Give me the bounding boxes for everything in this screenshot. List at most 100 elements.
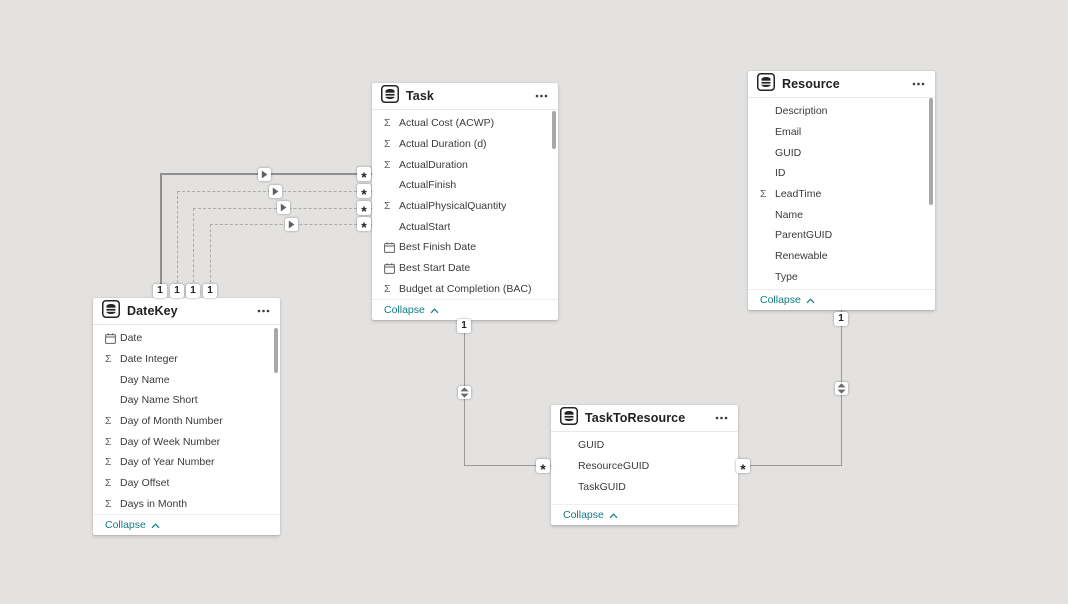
cardinality-one-badge[interactable]: 1 (457, 319, 471, 333)
field-row[interactable]: Day of Week Number (93, 431, 280, 452)
table-icon (381, 84, 399, 108)
cardinality-many-badge[interactable]: * (536, 459, 550, 476)
cardinality-one-badge[interactable]: 1 (834, 312, 848, 326)
cardinality-one-badge[interactable]: 1 (186, 284, 200, 298)
field-label: Best Start Date (399, 262, 471, 275)
table-icon (757, 72, 775, 96)
more-options-icon[interactable] (256, 307, 271, 315)
sigma-icon (384, 138, 399, 150)
relationship-line[interactable] (160, 174, 162, 298)
filter-direction-right-icon[interactable] (258, 168, 271, 181)
field-label: Day of Month Number (120, 415, 223, 428)
cardinality-many-badge[interactable]: * (357, 184, 371, 201)
field-row[interactable]: Description (748, 101, 935, 122)
cardinality-one-badge[interactable]: 1 (170, 284, 184, 298)
field-label: ResourceGUID (578, 460, 650, 473)
field-row[interactable]: Day Offset (93, 473, 280, 494)
field-row[interactable]: Type (748, 267, 935, 288)
filter-direction-right-icon[interactable] (277, 201, 290, 214)
sigma-icon (105, 353, 120, 365)
field-row[interactable]: TaskGUID (551, 476, 738, 497)
table-card-resource[interactable]: Resource Description Email GUID ID LeadT… (748, 71, 935, 310)
collapse-button[interactable]: Collapse (551, 504, 738, 525)
field-row[interactable]: Email (748, 122, 935, 143)
cardinality-many-badge[interactable]: * (736, 459, 750, 476)
field-row[interactable]: Date (93, 328, 280, 349)
collapse-button[interactable]: Collapse (748, 289, 935, 310)
collapse-label: Collapse (760, 294, 801, 306)
field-row[interactable]: ActualFinish (372, 175, 558, 196)
relationship-line[interactable] (193, 208, 194, 298)
cardinality-one-badge[interactable]: 1 (203, 284, 217, 298)
table-icon (102, 299, 120, 323)
field-row[interactable]: Day Name Short (93, 390, 280, 411)
field-row[interactable]: Budget at Completion (BAC) (372, 279, 558, 300)
relationship-line[interactable] (177, 191, 178, 298)
field-row[interactable]: ActualDuration (372, 154, 558, 175)
field-row[interactable]: Name (748, 204, 935, 225)
field-row[interactable]: ResourceGUID (551, 456, 738, 477)
field-row[interactable]: ActualStart (372, 216, 558, 237)
field-row[interactable]: Best Finish Date (372, 237, 558, 258)
field-row[interactable]: ID (748, 163, 935, 184)
table-card-tasktoresource[interactable]: TaskToResource GUID ResourceGUID TaskGUI… (551, 405, 738, 525)
table-header[interactable]: DateKey (93, 298, 280, 325)
chevron-up-icon (151, 516, 160, 534)
relationship-line[interactable] (210, 224, 211, 298)
calendar-icon (105, 333, 120, 344)
collapse-label: Collapse (105, 519, 146, 531)
filter-direction-both-icon[interactable] (835, 382, 848, 395)
sigma-icon (105, 415, 120, 427)
chevron-up-icon (806, 291, 815, 309)
collapse-button[interactable]: Collapse (372, 299, 558, 320)
field-row[interactable]: GUID (748, 142, 935, 163)
cardinality-many-badge[interactable]: * (357, 217, 371, 234)
field-row[interactable]: Best Start Date (372, 258, 558, 279)
field-list: Actual Cost (ACWP) Actual Duration (d) A… (372, 110, 558, 299)
scrollbar-thumb[interactable] (929, 98, 933, 205)
more-options-icon[interactable] (534, 92, 549, 100)
field-row[interactable]: Day of Year Number (93, 452, 280, 473)
field-label: ActualFinish (399, 179, 457, 192)
cardinality-many-badge[interactable]: * (357, 201, 371, 218)
sigma-icon (384, 159, 399, 171)
field-list: Description Email GUID ID LeadTime Name … (748, 98, 935, 289)
filter-direction-right-icon[interactable] (269, 185, 282, 198)
scrollbar-thumb[interactable] (274, 328, 278, 373)
field-label: GUID (775, 146, 802, 159)
field-row[interactable]: LeadTime (748, 184, 935, 205)
table-title: DateKey (127, 304, 178, 318)
field-row[interactable]: ActualPhysicalQuantity (372, 196, 558, 217)
more-options-icon[interactable] (911, 80, 926, 88)
cardinality-one-badge[interactable]: 1 (153, 284, 167, 298)
table-header[interactable]: Task (372, 83, 558, 110)
field-row[interactable]: Actual Duration (d) (372, 134, 558, 155)
calendar-icon (384, 262, 399, 274)
table-header[interactable]: Resource (748, 71, 935, 98)
collapse-button[interactable]: Collapse (93, 514, 280, 535)
relationship-line[interactable] (464, 465, 551, 466)
table-header[interactable]: TaskToResource (551, 405, 738, 432)
field-row[interactable]: GUID (551, 435, 738, 456)
field-row[interactable]: Day Name (93, 369, 280, 390)
table-icon (560, 406, 578, 430)
field-row[interactable]: Days in Month (93, 494, 280, 515)
field-row[interactable]: Actual Cost (ACWP) (372, 113, 558, 134)
cardinality-many-badge[interactable]: * (357, 167, 371, 184)
more-options-icon[interactable] (714, 414, 729, 422)
field-row[interactable]: Day of Month Number (93, 411, 280, 432)
field-label: LeadTime (775, 188, 822, 201)
filter-direction-right-icon[interactable] (285, 218, 298, 231)
field-row[interactable]: Renewable (748, 246, 935, 267)
field-row[interactable]: Date Integer (93, 349, 280, 370)
field-row[interactable]: ParentGUID (748, 225, 935, 246)
collapse-label: Collapse (563, 509, 604, 521)
table-card-task[interactable]: Task Actual Cost (ACWP) Actual Duration … (372, 83, 558, 320)
field-label: Type (775, 270, 798, 283)
scrollbar-thumb[interactable] (552, 111, 556, 149)
table-card-datekey[interactable]: DateKey Date Date Integer Day Name Day N… (93, 298, 280, 535)
filter-direction-both-icon[interactable] (458, 386, 471, 399)
field-label: Actual Cost (ACWP) (399, 117, 495, 130)
relationship-line[interactable] (738, 465, 841, 466)
